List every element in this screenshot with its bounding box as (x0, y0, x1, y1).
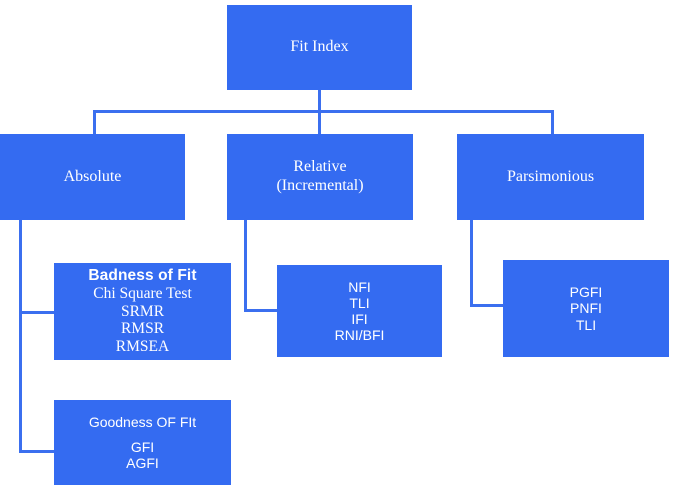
connector-root-stem (318, 90, 321, 128)
connector-parsimonious-to-indices (470, 304, 503, 307)
node-badness-of-fit-heading: Badness of Fit (88, 266, 197, 284)
node-relative-label-line1: Relative (293, 158, 347, 176)
node-badness-of-fit-item-2: RMSR (120, 320, 165, 338)
node-relative-indices-item-1: TLI (349, 294, 370, 311)
connector-to-relative (318, 110, 321, 135)
node-badness-of-fit-item-1: SRMR (120, 302, 165, 320)
node-parsimonious-indices-item-2: TLI (575, 316, 597, 333)
connector-absolute-to-badness (19, 311, 56, 314)
node-relative[interactable]: Relative (Incremental) (227, 134, 413, 220)
node-goodness-of-fit-item-1: AGFI (126, 455, 159, 472)
node-relative-indices-item-3: RNI/BFI (334, 327, 385, 344)
node-goodness-of-fit-item-0: GFI (130, 438, 155, 455)
connector-parsimonious-stem (470, 220, 473, 307)
node-fit-index[interactable]: Fit Index (227, 5, 412, 90)
node-parsimonious-indices-item-1: PNFI (570, 300, 602, 317)
node-parsimonious-indices-item-0: PGFI (569, 284, 603, 301)
connector-absolute-to-goodness (19, 450, 56, 453)
node-absolute-label: Absolute (63, 167, 122, 185)
node-parsimonious-label: Parsimonious (506, 167, 595, 185)
node-relative-indices-item-0: NFI (348, 278, 371, 295)
node-relative-indices[interactable]: NFI TLI IFI RNI/BFI (277, 265, 442, 357)
node-goodness-of-fit-heading: Goodness OF FIt (88, 413, 197, 430)
node-relative-label-line2: (Incremental) (276, 177, 364, 194)
connector-level1-bus (93, 110, 554, 113)
connector-relative-stem (244, 220, 247, 312)
node-fit-index-label: Fit Index (290, 38, 349, 56)
node-badness-of-fit[interactable]: Badness of Fit Chi Square Test SRMR RMSR… (54, 263, 231, 360)
node-goodness-of-fit[interactable]: Goodness OF FIt GFI AGFI (54, 400, 231, 485)
node-badness-of-fit-item-0: Chi Square Test (93, 284, 192, 302)
node-relative-indices-item-2: IFI (351, 311, 368, 327)
node-badness-of-fit-item-3: RMSEA (115, 338, 170, 356)
node-parsimonious-indices[interactable]: PGFI PNFI TLI (503, 260, 669, 357)
connector-relative-to-indices (244, 309, 277, 312)
connector-absolute-stem (19, 220, 22, 453)
connector-to-parsimonious (551, 110, 554, 135)
connector-to-absolute (93, 110, 96, 135)
node-parsimonious[interactable]: Parsimonious (457, 134, 644, 220)
node-absolute[interactable]: Absolute (0, 134, 185, 220)
